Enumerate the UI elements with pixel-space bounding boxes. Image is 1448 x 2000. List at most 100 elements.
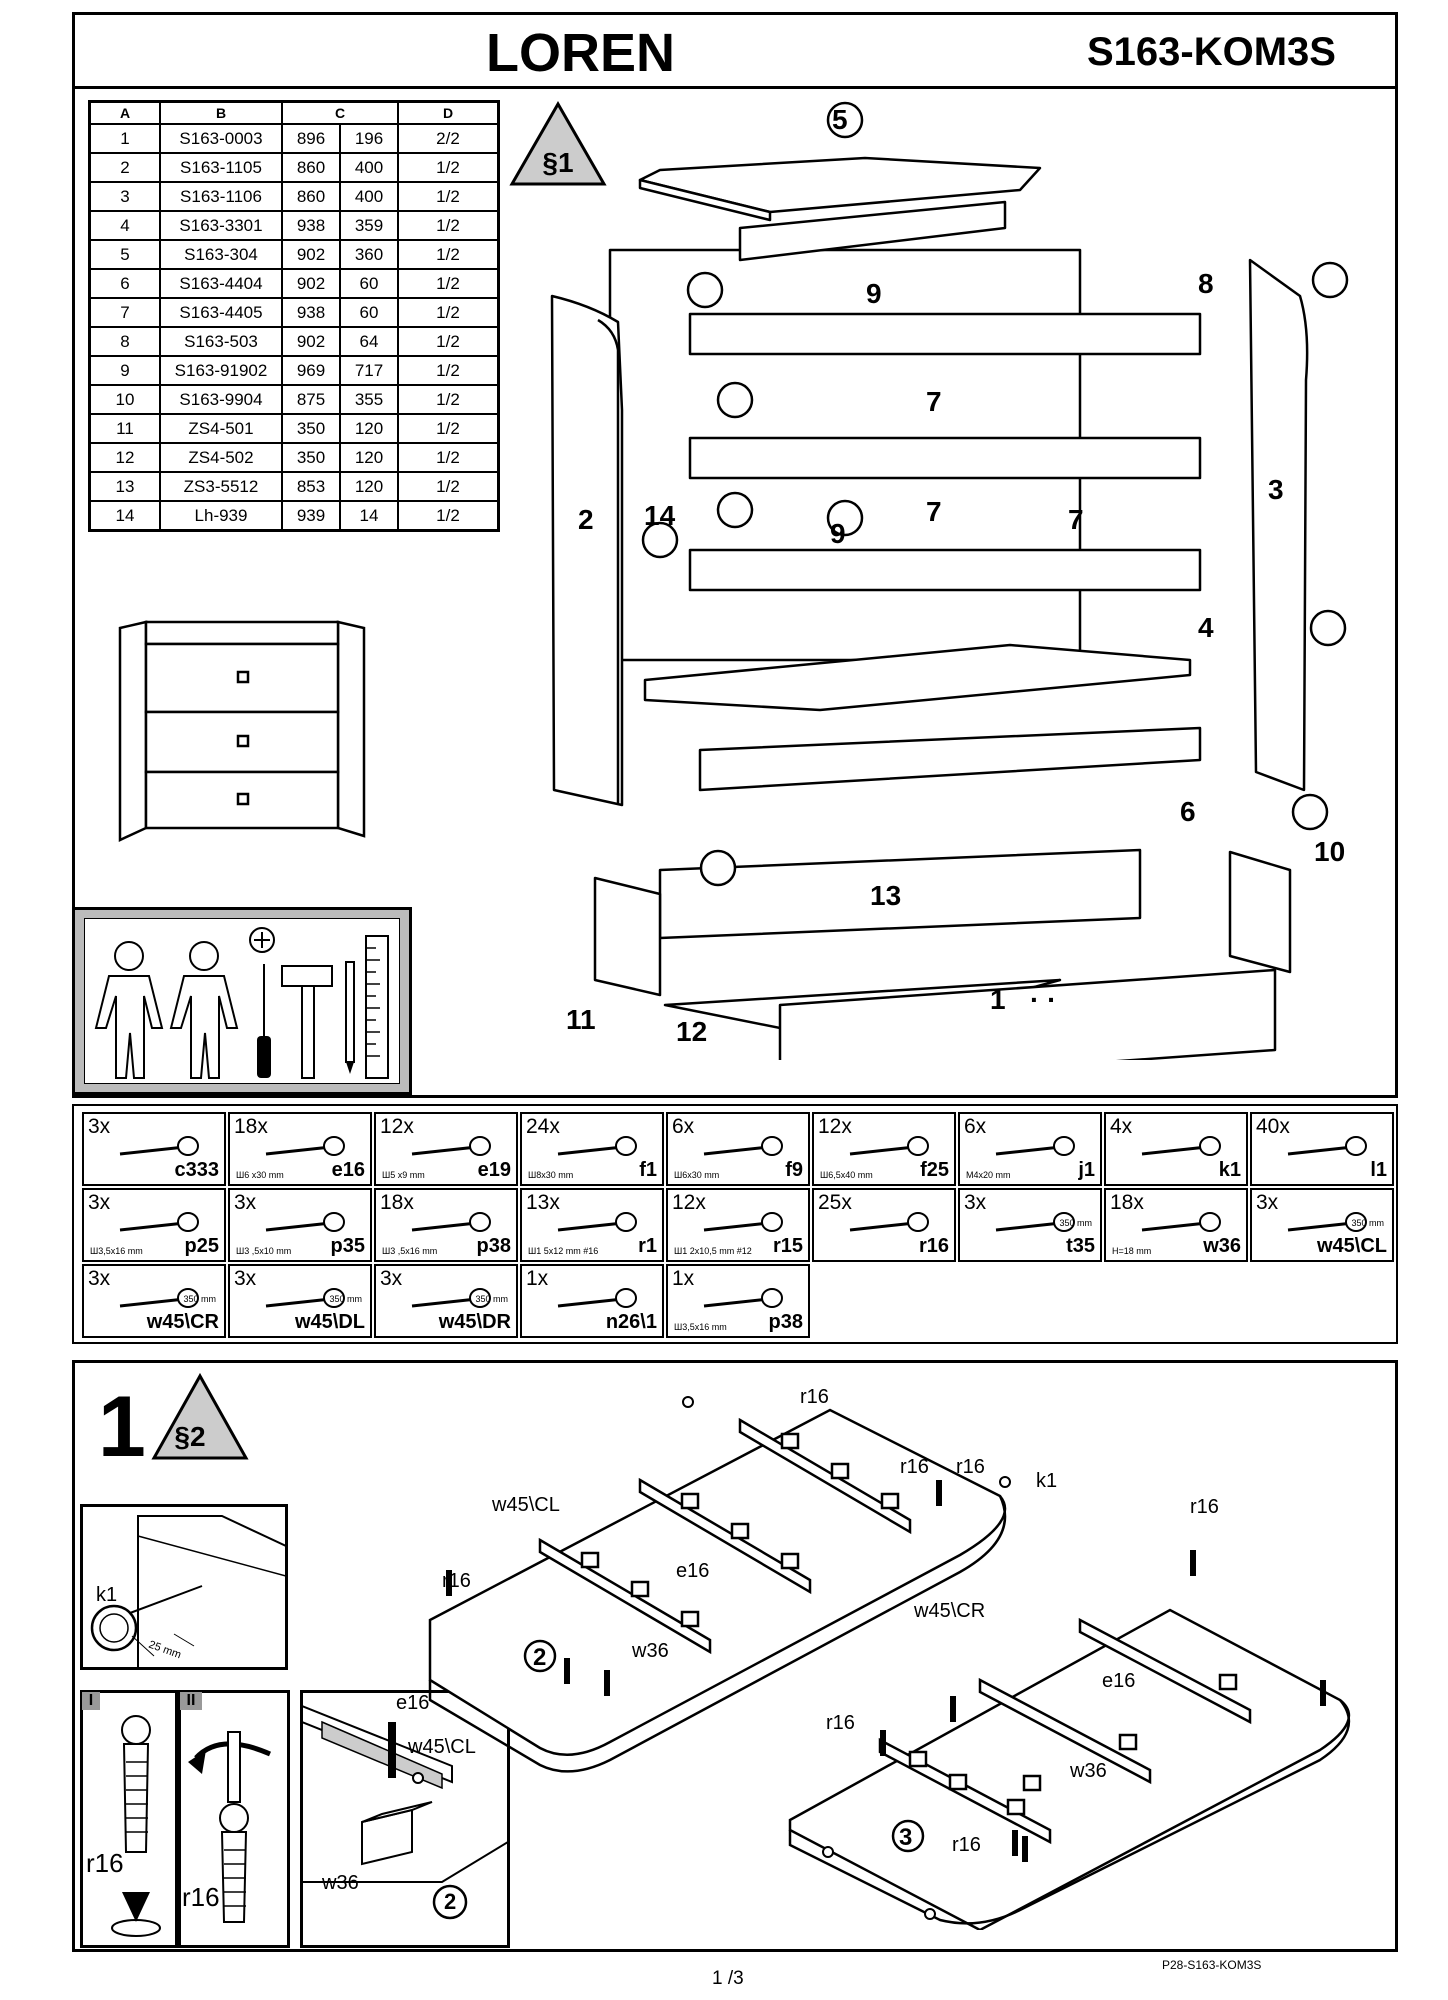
hardware-dimension: Ш6,5x40 mm xyxy=(820,1170,873,1180)
table-cell: S163-1106 xyxy=(159,181,283,212)
table-cell: 717 xyxy=(339,355,399,386)
left-panel-assembly xyxy=(428,1396,1011,1773)
document-code: P28-S163-KOM3S xyxy=(1162,1958,1262,1972)
hardware-icon xyxy=(703,1288,783,1308)
hardware-qty: 3x xyxy=(88,1267,111,1290)
table-cell: 8 xyxy=(88,326,161,357)
right-panel-r16-left: r16 xyxy=(826,1712,855,1734)
glide-icon xyxy=(822,1846,834,1858)
hardware-code: f1 xyxy=(639,1159,657,1181)
table-cell: 64 xyxy=(339,326,399,357)
detail-rail-w36: w36 xyxy=(322,1872,359,1894)
hardware-qty: 1x xyxy=(526,1267,549,1290)
table-cell: 1/2 xyxy=(397,181,500,212)
screw-icons xyxy=(446,1480,942,1696)
hardware-icon xyxy=(995,1136,1075,1156)
hardware-icon xyxy=(411,1212,491,1232)
table-cell: 1 xyxy=(88,123,161,154)
part-callout-3: 3 xyxy=(1268,474,1284,505)
hardware-code: k1 xyxy=(1218,1159,1241,1181)
hardware-code: n26\1 xyxy=(605,1311,657,1333)
header-divider xyxy=(72,86,1398,89)
exploded-view-diagram xyxy=(550,101,1349,1060)
part-callout-14: 14 xyxy=(644,500,676,531)
hardware-qty: 18x xyxy=(234,1115,268,1138)
hardware-code: j1 xyxy=(1078,1159,1095,1181)
hardware-code: t35 xyxy=(1066,1235,1095,1257)
table-cell: S163-0003 xyxy=(159,123,283,154)
hardware-code: w45\CR xyxy=(146,1311,219,1333)
k1-glide-icon xyxy=(90,1604,138,1652)
screwdriver-icon xyxy=(257,964,271,1078)
detail-II-tag: II xyxy=(180,1692,202,1710)
table-cell: 860 xyxy=(281,181,341,212)
table-cell: S163-4404 xyxy=(159,268,283,299)
part-callout-1: 1 xyxy=(990,984,1006,1015)
glide-icon xyxy=(999,1476,1011,1488)
detail-II-label: r16 xyxy=(182,1882,220,1912)
right-panel-assembly xyxy=(788,1550,1351,1930)
part-callout-9b: 9 xyxy=(830,518,846,549)
table-cell: 902 xyxy=(281,268,341,299)
hardware-qty: 3x xyxy=(88,1115,111,1138)
hardware-code: f9 xyxy=(785,1159,803,1181)
table-cell: 1/2 xyxy=(397,471,500,502)
table-cell: 14 xyxy=(339,500,399,532)
hardware-qty: 6x xyxy=(964,1115,987,1138)
part-callout-4: 4 xyxy=(1198,612,1214,643)
hardware-dimension: Ш5 x9 mm xyxy=(382,1170,425,1180)
hardware-icon xyxy=(265,1136,345,1156)
hardware-qty: 1x xyxy=(672,1267,695,1290)
table-cell: 60 xyxy=(339,268,399,299)
hardware-dimension: Ш3 ,5x16 mm xyxy=(382,1246,438,1256)
page-number: 1 /3 xyxy=(712,1968,744,1989)
hardware-code: w45\CL xyxy=(1316,1235,1387,1257)
table-cell: S163-304 xyxy=(159,239,283,270)
drawer-front-dots: · · xyxy=(1030,984,1057,1015)
hardware-icon xyxy=(849,1212,929,1232)
hardware-qty: 12x xyxy=(380,1115,414,1138)
hammer-icon xyxy=(281,965,333,1079)
col-b-header: B xyxy=(159,100,283,125)
table-cell: S163-91902 xyxy=(159,355,283,386)
rotate-arrow-icon xyxy=(194,1741,272,1760)
hardware-dimension: Ш6x30 mm xyxy=(674,1170,720,1180)
hardware-dimension: 350 mm xyxy=(329,1294,362,1304)
right-panel-part: 3 xyxy=(899,1824,913,1851)
hardware-qty: 24x xyxy=(526,1115,560,1138)
table-cell: 14 xyxy=(88,500,161,532)
table-cell: 1/2 xyxy=(397,210,500,241)
detail-rail-illustration xyxy=(302,1704,508,1920)
hardware-qty: 12x xyxy=(672,1191,706,1214)
table-cell: 360 xyxy=(339,239,399,270)
left-panel-k1: k1 xyxy=(1036,1470,1058,1492)
hardware-icon xyxy=(411,1288,491,1308)
part-callout-9a: 9 xyxy=(866,278,882,309)
hardware-qty: 3x xyxy=(88,1191,111,1214)
section-warning-badge: §1 xyxy=(509,100,607,186)
part-callout-7b: 7 xyxy=(926,496,942,527)
table-cell: 938 xyxy=(281,297,341,328)
hardware-code: p25 xyxy=(184,1235,219,1257)
drawer-front xyxy=(778,968,1277,1060)
left-panel-r16-far: r16 xyxy=(956,1456,985,1478)
hardware-dimension: H=18 mm xyxy=(1112,1246,1152,1256)
product-preview-image xyxy=(118,620,366,842)
left-panel-r16-left: r16 xyxy=(442,1570,471,1592)
hardware-icon xyxy=(1287,1136,1367,1156)
hardware-qty: 3x xyxy=(964,1191,987,1214)
hardware-qty: 3x xyxy=(380,1267,403,1290)
